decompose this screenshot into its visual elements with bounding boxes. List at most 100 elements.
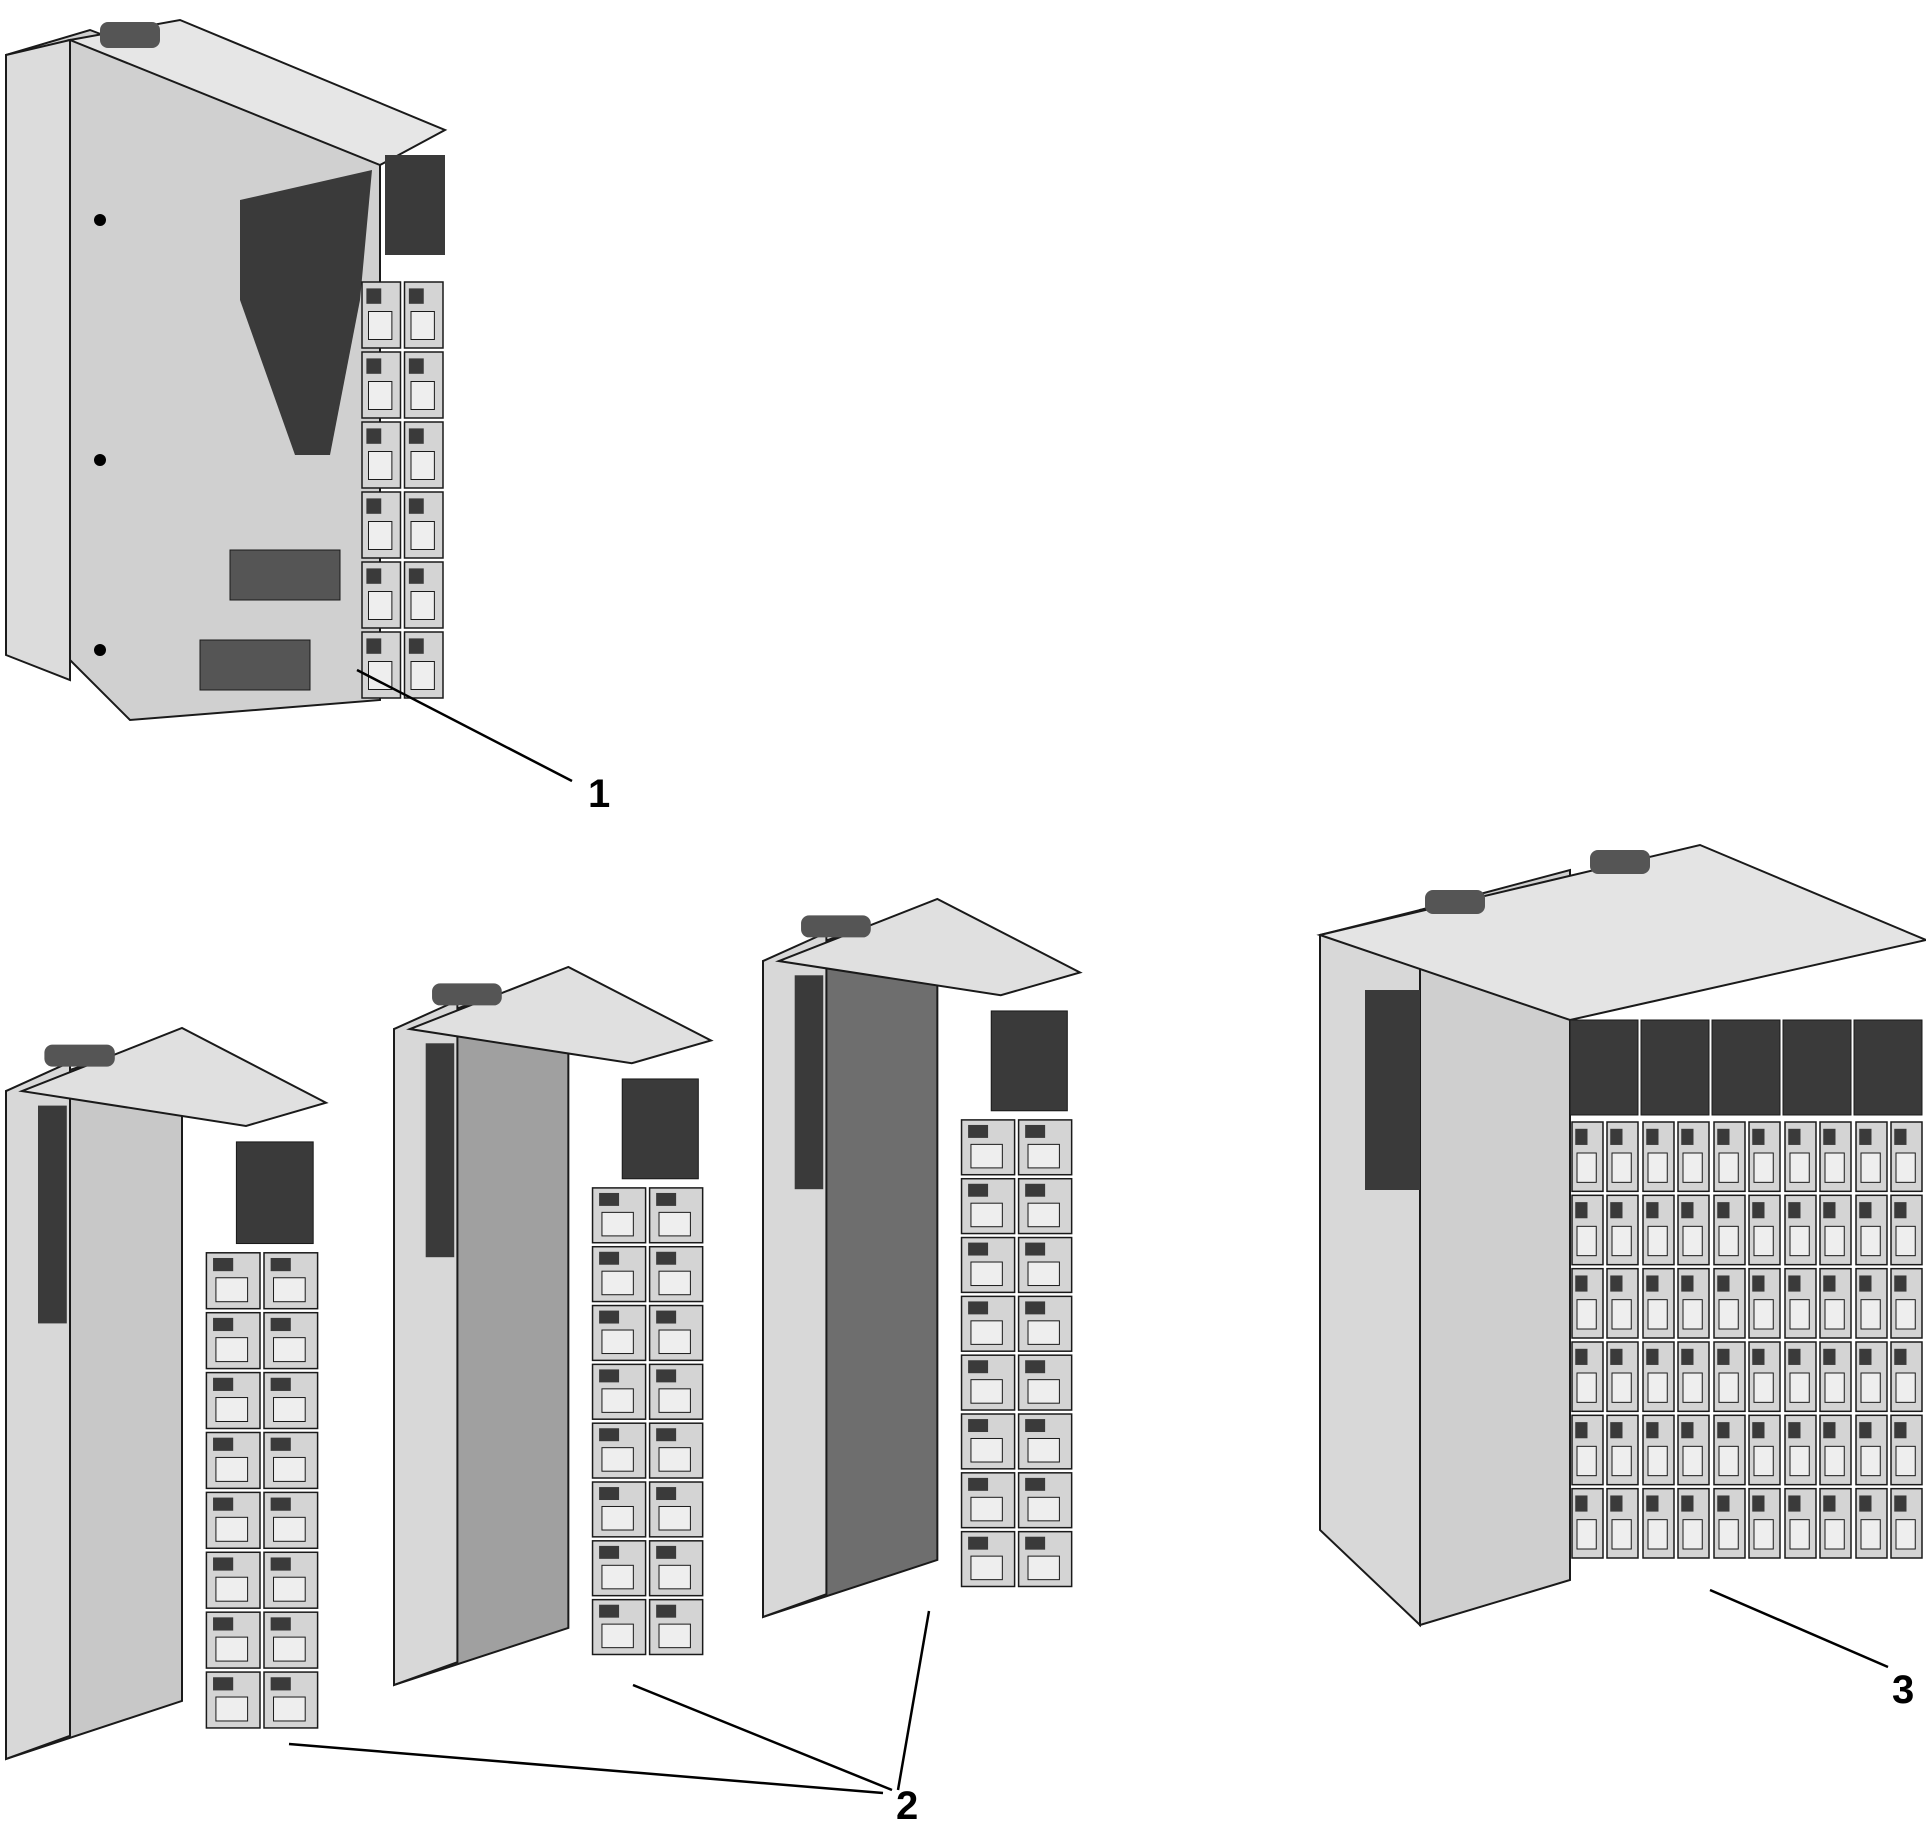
terminal-lever <box>599 1192 620 1206</box>
wire-entry <box>215 1397 249 1423</box>
wire-entry <box>1611 1519 1632 1550</box>
wire-entry <box>1647 1152 1668 1183</box>
terminal-lever <box>1752 1422 1765 1439</box>
wire-entry <box>1753 1372 1774 1403</box>
wire-entry <box>273 1277 306 1303</box>
terminal-lever <box>1717 1275 1730 1292</box>
leader-line-1 <box>356 668 573 783</box>
wire-entry <box>1611 1372 1632 1403</box>
terminal-lever <box>408 428 424 444</box>
module-top <box>18 1026 329 1127</box>
terminal-lever <box>1894 1202 1907 1219</box>
wire-entry <box>368 521 393 550</box>
wire-entry <box>601 1270 634 1296</box>
terminal-lever <box>1575 1275 1588 1292</box>
terminal-lever <box>1646 1128 1659 1145</box>
wire-entry <box>1027 1320 1060 1345</box>
wire-entry <box>1860 1372 1881 1403</box>
wire-entry <box>1682 1299 1703 1330</box>
release-latch <box>100 22 160 48</box>
mounting-hole <box>94 454 106 466</box>
terminal-lever <box>213 1677 234 1691</box>
terminal-lever <box>1681 1128 1694 1145</box>
wire-entry <box>410 521 435 550</box>
wire-entry <box>1789 1445 1810 1477</box>
wire-entry <box>1753 1299 1774 1330</box>
wire-entry <box>1753 1225 1774 1257</box>
wire-entry <box>215 1277 249 1303</box>
wire-entry <box>1647 1225 1668 1257</box>
terminal-lever <box>656 1604 677 1618</box>
wire-entry <box>1789 1152 1810 1183</box>
wire-entry <box>970 1261 1003 1287</box>
terminal-lever <box>1717 1422 1730 1439</box>
wire-entry <box>1895 1372 1916 1403</box>
terminal-lever <box>1788 1422 1801 1439</box>
terminal-lever <box>1823 1348 1836 1365</box>
label-window <box>1569 1019 1639 1116</box>
module-top <box>1316 843 1926 1022</box>
wire-entry <box>601 1447 634 1472</box>
terminal-lever <box>270 1497 291 1511</box>
terminal-lever <box>270 1437 291 1451</box>
terminal-lever <box>1610 1422 1623 1439</box>
terminal-lever <box>270 1257 291 1272</box>
label-window <box>235 1141 314 1245</box>
label-window <box>621 1078 699 1180</box>
wire-entry <box>658 1447 691 1472</box>
wire-entry <box>1647 1519 1668 1550</box>
terminal-lever <box>599 1251 620 1265</box>
wire-entry <box>601 1388 634 1413</box>
terminal-lever <box>213 1317 234 1332</box>
status-strip <box>1365 990 1420 1190</box>
terminal-lever <box>656 1192 677 1206</box>
wire-entry <box>1753 1152 1774 1183</box>
terminal-lever <box>599 1369 620 1383</box>
mounting-hole <box>94 214 106 226</box>
terminal-lever <box>408 638 424 654</box>
terminal-lever <box>1823 1275 1836 1292</box>
wire-entry <box>1576 1299 1597 1330</box>
terminal-lever <box>1025 1183 1046 1197</box>
wire-entry <box>970 1202 1003 1228</box>
wire-entry <box>1682 1445 1703 1477</box>
terminal-lever <box>1610 1275 1623 1292</box>
callout-3: 3 <box>1892 1668 1915 1712</box>
wire-entry <box>970 1379 1003 1404</box>
wire-entry <box>1789 1372 1810 1403</box>
wire-entry <box>1753 1519 1774 1550</box>
terminal-lever <box>213 1377 234 1391</box>
wire-entry <box>601 1211 634 1237</box>
wire-entry <box>658 1270 691 1296</box>
terminal-lever <box>968 1301 989 1315</box>
terminal-lever <box>366 498 382 514</box>
wire-entry <box>273 1337 306 1363</box>
terminal-lever <box>408 568 424 584</box>
wire-entry <box>601 1623 634 1649</box>
leader-line-2a <box>288 1742 884 1795</box>
terminal-lever <box>1610 1128 1623 1145</box>
terminal-lever <box>1681 1202 1694 1219</box>
wire-entry <box>1824 1225 1845 1257</box>
wire-entry <box>970 1496 1003 1522</box>
terminal-lever <box>213 1497 234 1511</box>
release-latch <box>801 915 871 938</box>
module-2b-illustration <box>393 965 714 1687</box>
terminal-lever <box>1788 1348 1801 1365</box>
wire-entry <box>658 1564 691 1590</box>
status-strip <box>794 975 824 1190</box>
ethernet-port <box>199 639 311 691</box>
wire-entry <box>1860 1519 1881 1550</box>
wire-entry <box>1895 1299 1916 1330</box>
wire-entry <box>1027 1202 1060 1228</box>
terminal-lever <box>1717 1348 1730 1365</box>
terminal-lever <box>1025 1301 1046 1315</box>
terminal-lever <box>1646 1202 1659 1219</box>
wire-entry <box>1895 1445 1916 1477</box>
terminal-lever <box>213 1557 234 1571</box>
terminal-lever <box>1717 1495 1730 1512</box>
terminal-lever <box>968 1124 989 1138</box>
wire-entry <box>273 1397 306 1423</box>
terminal-lever <box>366 568 382 584</box>
